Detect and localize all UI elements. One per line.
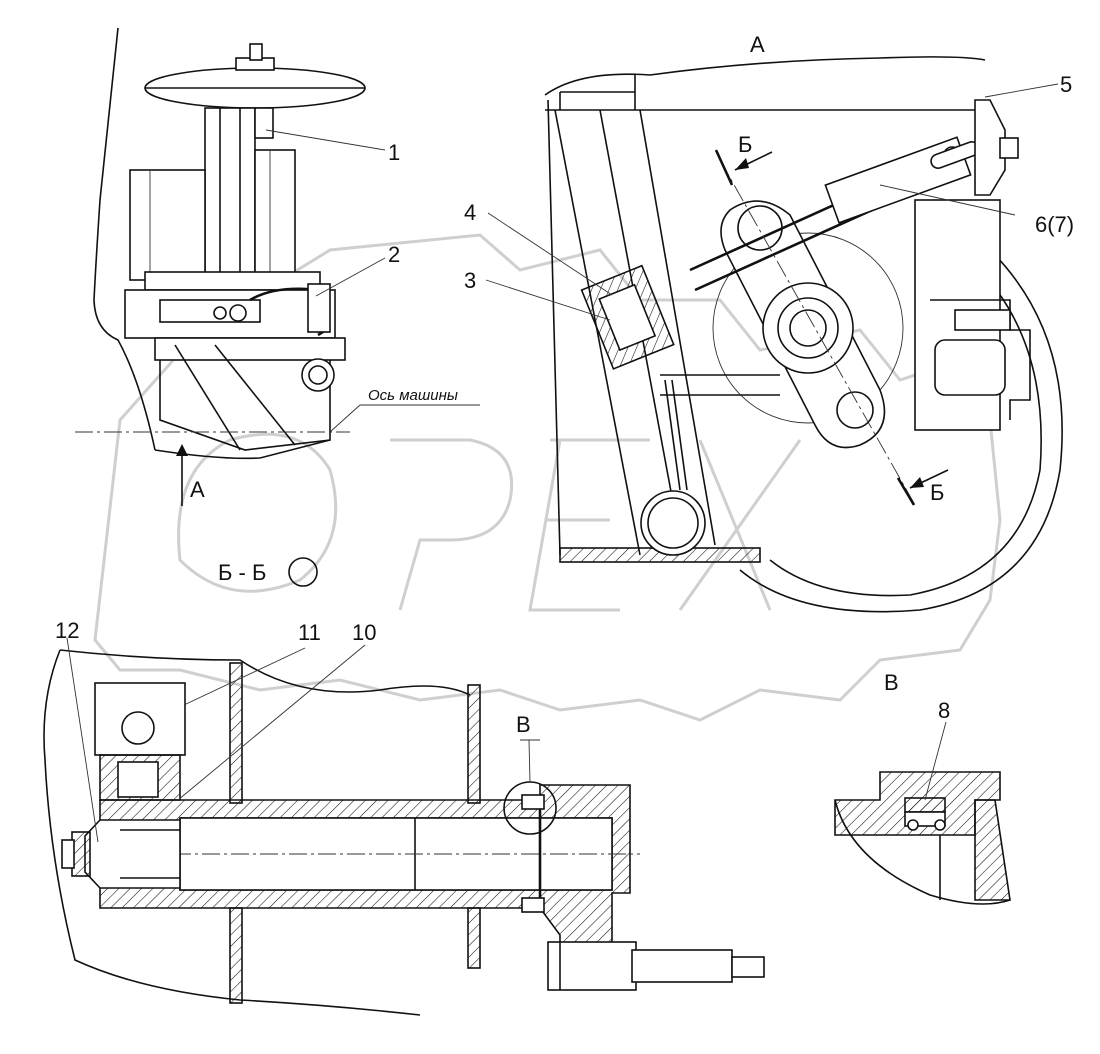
section-b-label-bottom: Б: [930, 480, 944, 505]
callout-1: 1: [388, 140, 400, 165]
view-a-title: А: [750, 32, 765, 57]
callout-3: 3: [464, 268, 476, 293]
watermark: [93, 233, 1002, 722]
detail-v: [834, 771, 1011, 905]
callout-6-7: 6(7): [1035, 212, 1074, 237]
callout-5: 5: [1060, 72, 1072, 97]
callout-10: 10: [352, 620, 376, 645]
machine-axis-label: Ось машины: [368, 387, 458, 404]
top-left-view: [75, 27, 480, 506]
view-a: [544, 56, 1063, 613]
callout-12: 12: [55, 618, 79, 643]
section-b-b-title: Б - Б: [218, 560, 266, 585]
callout-11: 11: [298, 620, 321, 645]
callout-2: 2: [388, 242, 400, 267]
detail-v-title: В: [884, 670, 899, 695]
callout-labels: 1 2 3 4 5 6(7) 8 10 11 12 А А Б Б Б - Б …: [55, 32, 1074, 737]
steering-column: [204, 107, 256, 284]
section-b-label-top: Б: [738, 132, 752, 157]
callout-8: 8: [938, 698, 950, 723]
callout-4: 4: [464, 200, 476, 225]
leader-lines: [66, 83, 1059, 843]
view-a-arrow-label: А: [190, 477, 205, 502]
section-b-b: [43, 557, 765, 1016]
detail-v-mark: В: [516, 712, 531, 737]
